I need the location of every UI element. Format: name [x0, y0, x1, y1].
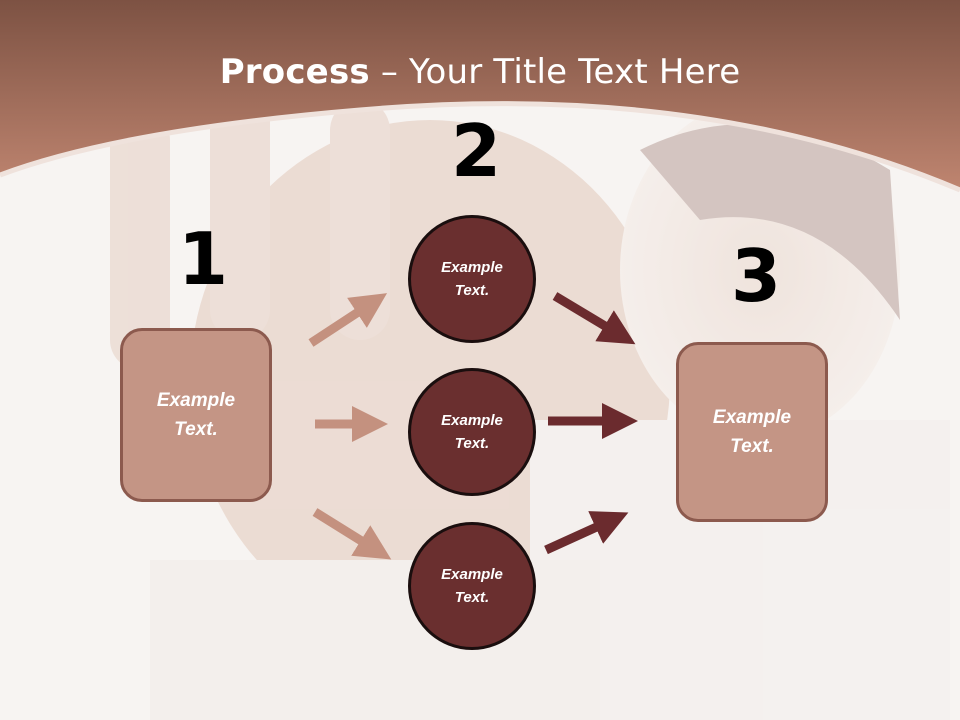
circle-middle: Example Text.	[408, 368, 536, 496]
step-number-1: 1	[178, 217, 229, 301]
step-number-2: 2	[451, 109, 502, 193]
right-box-label: Example Text.	[712, 407, 792, 457]
step-number-3: 3	[731, 234, 782, 318]
title-rest: – Your Title Text Here	[369, 52, 741, 92]
header-band	[0, 0, 960, 190]
left-box-label: Example Text.	[156, 390, 236, 440]
title-bold: Process	[219, 52, 370, 92]
circle-top-label: Example Text.	[441, 259, 503, 299]
circle-bottom-label: Example Text.	[441, 566, 503, 606]
right-text-box: Example Text.	[676, 342, 828, 522]
slide-title: Process – Your Title Text Here	[0, 52, 960, 92]
left-text-box: Example Text.	[120, 328, 272, 502]
circle-bottom: Example Text.	[408, 522, 536, 650]
circle-middle-label: Example Text.	[441, 412, 503, 452]
circle-top: Example Text.	[408, 215, 536, 343]
